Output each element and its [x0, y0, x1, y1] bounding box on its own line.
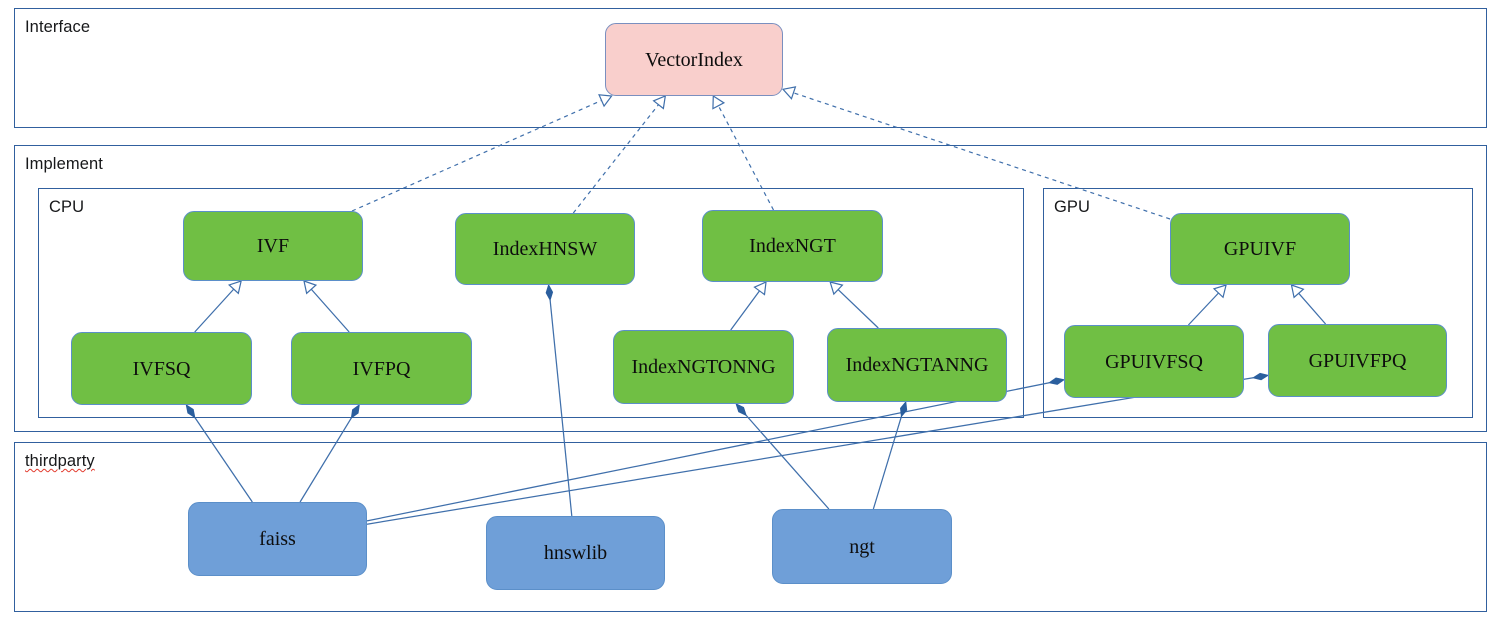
- filled-diamond-marker: [545, 283, 554, 302]
- edge-indexngtanng-indexngt: [837, 289, 879, 329]
- node-gpuivfsq[interactable]: GPUIVFSQ: [1064, 325, 1244, 398]
- group-label-interface: Interface: [25, 18, 91, 36]
- node-indexngtanng[interactable]: IndexNGTANNG: [827, 328, 1007, 402]
- node-ngt[interactable]: ngt: [772, 509, 952, 584]
- edge-indexhnsw-vectorindex: [572, 104, 659, 214]
- edge-indexngt-vectorindex: [717, 105, 775, 211]
- node-label: hnswlib: [543, 542, 608, 564]
- node-ivfpq[interactable]: IVFPQ: [291, 332, 472, 405]
- node-gpuivfpq[interactable]: GPUIVFPQ: [1268, 324, 1447, 397]
- node-label: GPUIVFSQ: [1105, 350, 1203, 373]
- node-label: IndexNGT: [749, 235, 836, 257]
- edge-ivfsq-ivf: [194, 288, 235, 333]
- edge-hnswlib-indexhnsw: [549, 299, 573, 517]
- edge-gpuivf-vectorindex: [793, 92, 1171, 220]
- hollow-triangle-marker: [652, 95, 667, 110]
- node-indexhnsw[interactable]: IndexHNSW: [455, 213, 635, 285]
- node-label: GPUIVFPQ: [1308, 349, 1407, 372]
- edge-faiss-gpuivfsq: [366, 382, 1050, 522]
- edge-indexngtonng-indexngt: [730, 290, 761, 331]
- group-interface: [14, 8, 1487, 128]
- group-thirdparty: [14, 442, 1487, 612]
- edge-faiss-ivfsq: [194, 417, 253, 503]
- filled-diamond-marker: [735, 403, 747, 417]
- node-hnswlib[interactable]: hnswlib: [486, 516, 665, 590]
- group-label-gpu: GPU: [1054, 198, 1091, 216]
- filled-diamond-marker: [900, 400, 908, 418]
- edge-ivfpq-ivf: [310, 288, 350, 333]
- node-label: IVF: [256, 235, 290, 257]
- group-label-cpu: CPU: [49, 198, 85, 216]
- hollow-triangle-marker: [753, 281, 767, 296]
- node-label: IVFSQ: [132, 357, 191, 380]
- edge-faiss-gpuivfpq: [366, 377, 1254, 525]
- hollow-triangle-marker: [303, 280, 318, 295]
- group-label-thirdparty: thirdparty: [25, 452, 95, 470]
- node-ivf[interactable]: IVF: [183, 211, 363, 281]
- node-label: ngt: [849, 535, 875, 558]
- node-ivfsq[interactable]: IVFSQ: [71, 332, 252, 405]
- hollow-triangle-marker: [712, 94, 726, 110]
- filled-diamond-marker: [1048, 377, 1066, 385]
- node-gpuivf[interactable]: GPUIVF: [1170, 213, 1350, 285]
- group-cpu: [38, 188, 1024, 418]
- node-label: IndexNGTANNG: [845, 354, 989, 376]
- node-label: IVFPQ: [352, 357, 411, 380]
- node-label: faiss: [259, 528, 296, 550]
- filled-diamond-marker: [350, 403, 360, 419]
- group-label-implement: Implement: [25, 155, 103, 173]
- hollow-triangle-marker: [781, 86, 797, 100]
- node-vectorindex[interactable]: VectorIndex: [605, 23, 783, 96]
- filled-diamond-marker: [185, 403, 196, 419]
- node-label: IndexNGTONNG: [631, 356, 776, 378]
- hollow-triangle-marker: [1212, 284, 1227, 299]
- filled-diamond-marker: [1251, 372, 1270, 381]
- hollow-triangle-marker: [1290, 284, 1305, 299]
- edge-gpuivfpq-gpuivf: [1298, 292, 1327, 325]
- hollow-triangle-marker: [598, 94, 613, 108]
- node-indexngtonng[interactable]: IndexNGTONNG: [613, 330, 794, 404]
- node-label: IndexHNSW: [492, 238, 598, 260]
- edge-faiss-ivfpq: [299, 417, 352, 503]
- hollow-triangle-marker: [829, 281, 844, 296]
- group-gpu: [1043, 188, 1473, 418]
- edge-ivf-vectorindex: [351, 99, 602, 212]
- node-faiss[interactable]: faiss: [188, 502, 367, 576]
- group-implement: [14, 145, 1487, 432]
- node-indexngt[interactable]: IndexNGT: [702, 210, 883, 282]
- edge-gpuivfsq-gpuivf: [1187, 292, 1219, 326]
- hollow-triangle-marker: [227, 280, 242, 295]
- node-label: GPUIVF: [1223, 238, 1297, 260]
- edge-ngt-indexngtanng: [872, 416, 903, 510]
- edge-ngt-indexngtonng: [745, 414, 830, 510]
- node-label: VectorIndex: [645, 48, 743, 71]
